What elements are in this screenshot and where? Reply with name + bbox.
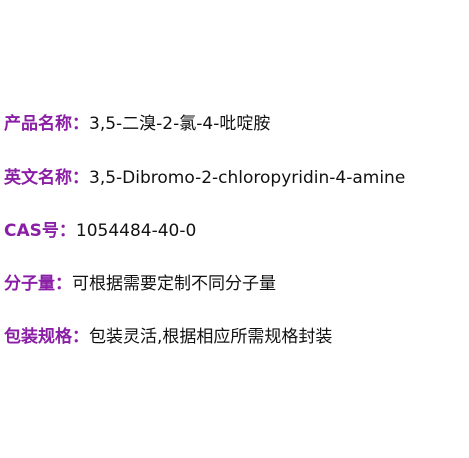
- product-name-label: 产品名称：: [4, 114, 89, 134]
- packaging-row: 包装规格：包装灵活,根据相应所需规格封装: [4, 326, 332, 348]
- cas-number-row: CAS号：1054484-40-0: [4, 220, 196, 242]
- english-name-value: 3,5-Dibromo-2-chloropyridin-4-amine: [89, 168, 406, 188]
- cas-number-label: CAS号：: [4, 221, 76, 241]
- packaging-label: 包装规格：: [4, 327, 89, 347]
- molecular-weight-value: 可根据需要定制不同分子量: [72, 274, 276, 294]
- product-name-value: 3,5-二溴-2-氯-4-吡啶胺: [89, 114, 271, 134]
- english-name-row: 英文名称：3,5-Dibromo-2-chloropyridin-4-amine: [4, 167, 405, 189]
- product-name-row: 产品名称：3,5-二溴-2-氯-4-吡啶胺: [4, 113, 270, 135]
- molecular-weight-row: 分子量：可根据需要定制不同分子量: [4, 273, 276, 295]
- english-name-label: 英文名称：: [4, 168, 89, 188]
- molecular-weight-label: 分子量：: [4, 274, 72, 294]
- cas-number-value: 1054484-40-0: [75, 221, 197, 241]
- packaging-value: 包装灵活,根据相应所需规格封装: [89, 327, 333, 347]
